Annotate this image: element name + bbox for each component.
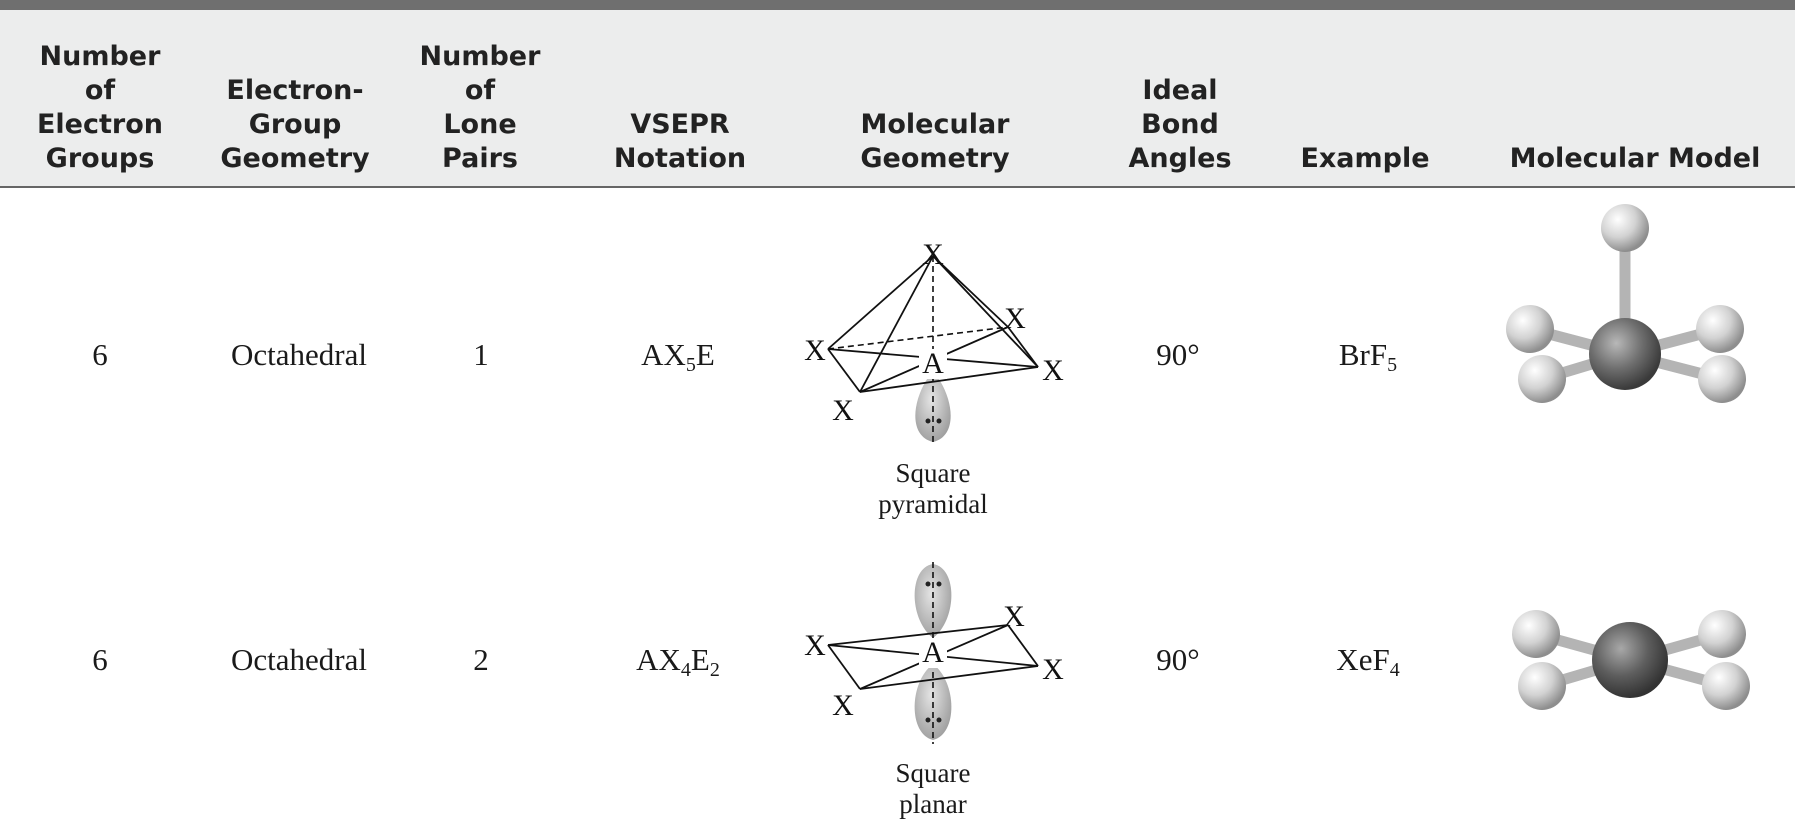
- fluorine-atom: [1601, 204, 1649, 252]
- formula-text: XeF: [1336, 642, 1390, 677]
- header-text: Geometry: [220, 143, 370, 174]
- square-planar-diagram: A X X X X: [804, 562, 1064, 744]
- fluorine-atom: [1702, 662, 1750, 710]
- header-text: Lone: [443, 109, 517, 140]
- top-border-bar: [0, 0, 1795, 10]
- fluorine-atom: [1506, 305, 1554, 353]
- formula-subscript: 5: [1387, 354, 1398, 376]
- central-atom-backdrop: [919, 349, 947, 379]
- lone-pair-dot: [936, 581, 942, 587]
- header-text: Pairs: [442, 143, 518, 174]
- molecular-geometry-caption: Square pyramidal: [878, 458, 987, 520]
- electron-group-geometry-value: Octahedral: [231, 337, 367, 372]
- header-text: Angles: [1128, 143, 1232, 174]
- caption-text: Square: [895, 758, 971, 788]
- lone-pair-dot: [936, 418, 942, 424]
- fluorine-atom: [1512, 610, 1560, 658]
- header-example: Example: [1290, 142, 1440, 176]
- fluorine-atom: [1518, 662, 1566, 710]
- header-molecular-model: Molecular Model: [1505, 142, 1765, 176]
- header-text: of: [84, 75, 116, 106]
- header-text: Ideal: [1142, 75, 1218, 106]
- example-formula: XeF4: [1336, 642, 1399, 682]
- caption-text: pyramidal: [878, 489, 988, 519]
- vsepr-text: AX: [636, 642, 681, 677]
- atom-label: X: [804, 334, 826, 367]
- header-text: Molecular: [860, 109, 1010, 140]
- vsepr-text: AX: [641, 337, 686, 372]
- header-text: Bond: [1141, 109, 1219, 140]
- atom-label: X: [832, 689, 854, 722]
- bond-angle-value: 90°: [1156, 642, 1200, 677]
- bromine-atom: [1589, 318, 1661, 390]
- header-electron-groups: Number of Electron Groups: [30, 40, 170, 176]
- square-pyramidal-diagram: A X X X X X: [804, 238, 1064, 446]
- bond-line-back: [827, 326, 1009, 350]
- vsepr-subscript: 5: [685, 354, 696, 376]
- electron-groups-value: 6: [92, 337, 108, 372]
- central-atom-label: A: [922, 636, 944, 669]
- lone-pair-dot: [925, 418, 931, 424]
- atom-label: X: [804, 629, 826, 662]
- atom-label: X: [922, 238, 944, 271]
- fluorine-atom: [1518, 355, 1566, 403]
- header-text: Electron: [36, 109, 163, 140]
- atom-label: X: [832, 394, 854, 427]
- header-text: Group: [248, 109, 342, 140]
- header-text: Number: [419, 41, 541, 72]
- header-text: Electron-: [226, 75, 364, 106]
- lone-pair-dot: [925, 717, 931, 723]
- formula-text: BrF: [1338, 337, 1388, 372]
- header-text: Number: [39, 41, 161, 72]
- lone-pair-dot: [936, 717, 942, 723]
- header-text: of: [464, 75, 496, 106]
- atom-label: X: [1042, 653, 1064, 686]
- vsepr-notation-value: AX4E2: [636, 642, 720, 682]
- brf5-ball-and-stick-model: [1506, 204, 1746, 403]
- header-lone-pairs: Number of Lone Pairs: [410, 40, 550, 176]
- electron-group-geometry-value: Octahedral: [231, 642, 367, 677]
- molecular-geometry-caption: Square planar: [896, 758, 971, 820]
- fluorine-atom: [1698, 610, 1746, 658]
- atom-label: X: [1004, 302, 1026, 335]
- header-bond-angles: Ideal Bond Angles: [1110, 74, 1250, 176]
- header-text: Notation: [613, 143, 747, 174]
- header-text: Example: [1300, 143, 1430, 174]
- header-text: Molecular Model: [1509, 143, 1761, 174]
- lone-pairs-value: 1: [473, 337, 489, 372]
- bond-angle-value: 90°: [1156, 337, 1200, 372]
- formula-subscript: 4: [1389, 659, 1400, 681]
- atom-label: X: [1003, 600, 1025, 633]
- electron-groups-value: 6: [92, 642, 108, 677]
- vsepr-notation-value: AX5E: [641, 337, 715, 377]
- example-formula: BrF5: [1339, 337, 1397, 377]
- header-molecular-geometry: Molecular Geometry: [840, 108, 1030, 176]
- lone-pair-dot: [925, 581, 931, 587]
- vsepr-subscript: 2: [709, 659, 720, 681]
- table-header: Number of Electron Groups Electron- Grou…: [0, 10, 1795, 188]
- header-text: Geometry: [860, 143, 1010, 174]
- fluorine-atom: [1698, 355, 1746, 403]
- vsepr-text: E: [690, 642, 710, 677]
- caption-text: planar: [899, 789, 967, 819]
- header-electron-group-geometry: Electron- Group Geometry: [210, 74, 380, 176]
- vsepr-subscript: 4: [680, 659, 691, 681]
- header-text: Groups: [45, 143, 155, 174]
- lone-pairs-value: 2: [473, 642, 489, 677]
- xef4-ball-and-stick-model: [1512, 610, 1750, 710]
- atom-label: X: [1042, 354, 1064, 387]
- vsepr-text: E: [695, 337, 715, 372]
- caption-text: Square: [895, 458, 971, 488]
- central-atom-label: A: [922, 347, 944, 380]
- lone-pair-lobe-top: [914, 564, 952, 638]
- xenon-atom: [1592, 622, 1668, 698]
- central-atom-backdrop: [919, 638, 947, 668]
- header-text: VSEPR: [630, 109, 730, 140]
- fluorine-atom: [1696, 305, 1744, 353]
- header-vsepr-notation: VSEPR Notation: [600, 108, 760, 176]
